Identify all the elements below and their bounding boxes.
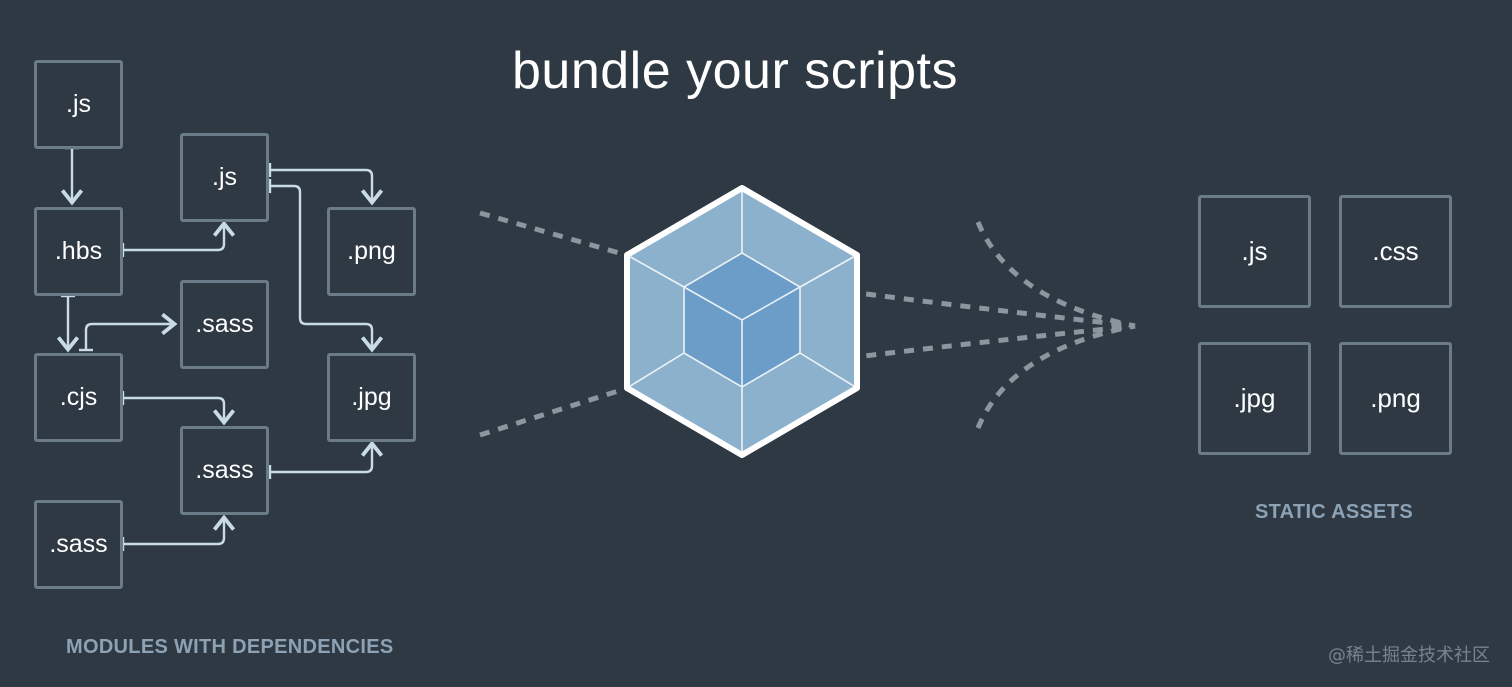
module-js-secondary: .js (180, 133, 269, 222)
modules-caption: MODULES WITH DEPENDENCIES (66, 636, 394, 658)
asset-png: .png (1339, 342, 1452, 455)
output-flow-lines (639, 221, 1136, 429)
asset-js: .js (1198, 195, 1311, 308)
module-hbs: .hbs (34, 207, 123, 296)
module-png: .png (327, 207, 416, 296)
webpack-cube-icon (624, 185, 860, 458)
watermark: @稀土掘金技术社区 (1328, 645, 1490, 666)
module-js: .js (34, 60, 123, 149)
module-sass-top: .sass (180, 280, 269, 369)
module-cjs: .cjs (34, 353, 123, 442)
asset-css: .css (1339, 195, 1452, 308)
module-jpg: .jpg (327, 353, 416, 442)
assets-caption: STATIC ASSETS (1255, 501, 1413, 523)
dependency-connectors (56, 146, 384, 551)
page-title: bundle your scripts (512, 42, 958, 100)
asset-jpg: .jpg (1198, 342, 1311, 455)
module-sass-middle: .sass (180, 426, 269, 515)
input-flow-lines (479, 210, 641, 438)
module-sass-bottom: .sass (34, 500, 123, 589)
